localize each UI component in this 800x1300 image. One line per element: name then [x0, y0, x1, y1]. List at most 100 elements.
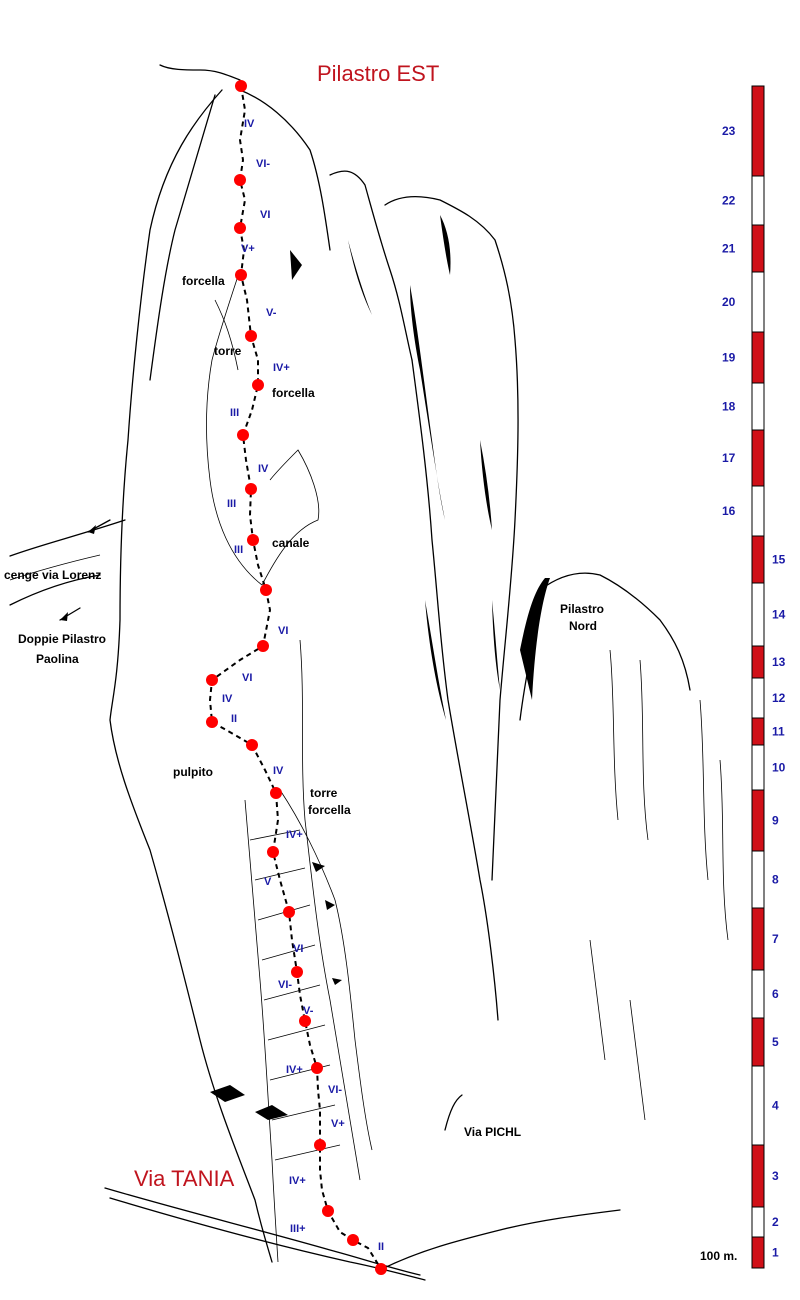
scale-segment	[751, 382, 765, 431]
grade-label: IV	[244, 118, 255, 130]
route-name: Via TANIA	[134, 1166, 235, 1191]
grade-label: III	[234, 544, 243, 556]
grade-label: V+	[331, 1118, 345, 1130]
grade-label: VI	[242, 672, 252, 684]
route-line	[208, 85, 382, 1270]
grade-label: VI-	[256, 158, 270, 170]
belay-station	[299, 1015, 311, 1027]
grade-labels: IVVI-VIV+V-IV+IIIIVIIIIIIVIVIIVIIIVIV+VV…	[222, 118, 384, 1253]
pitch-number: 3	[772, 1169, 779, 1183]
pitch-number: 8	[772, 873, 779, 887]
belay-station	[347, 1234, 359, 1246]
scale-segment	[751, 907, 765, 971]
grade-label: V	[264, 876, 272, 888]
belay-station	[234, 222, 246, 234]
face-title: Pilastro EST	[317, 61, 439, 86]
scale-segment	[751, 1017, 765, 1067]
pitch-number: 14	[772, 608, 786, 622]
belay-station	[246, 739, 258, 751]
scale-segment	[751, 271, 765, 333]
belay-station	[291, 966, 303, 978]
scale-segment	[751, 677, 765, 719]
scale-segment	[751, 645, 765, 679]
grade-label: IV+	[289, 1175, 306, 1187]
belay-station	[247, 534, 259, 546]
scale-segment	[751, 1236, 765, 1269]
pitch-number: 12	[772, 691, 786, 705]
grade-label: IV	[273, 765, 284, 777]
place-label-pulpito: pulpito	[173, 765, 213, 779]
rock-outline	[9, 64, 729, 1281]
belay-station	[257, 640, 269, 652]
place-label-via-pichl: Via PICHL	[464, 1125, 521, 1139]
scale-segment	[751, 85, 765, 177]
pitch-number: 7	[772, 932, 779, 946]
belay-station	[206, 716, 218, 728]
belay-station	[245, 483, 257, 495]
grade-label: II	[378, 1241, 384, 1253]
grade-label: V+	[241, 243, 255, 255]
place-label-forcella-mid: forcella	[272, 386, 315, 400]
belay-stations	[206, 80, 387, 1275]
scale-segment	[751, 429, 765, 487]
grade-label: II	[231, 713, 237, 725]
scale-segment	[751, 717, 765, 746]
scale-segment	[751, 485, 765, 537]
belay-station	[237, 429, 249, 441]
belay-station	[283, 906, 295, 918]
pitch-number: 15	[772, 553, 786, 567]
grade-label: IV+	[286, 1064, 303, 1076]
place-label-torre-forcella2: forcella	[308, 803, 351, 817]
scale-segment	[751, 1065, 765, 1146]
grade-label: IV+	[273, 362, 290, 374]
scale-segment	[751, 175, 765, 226]
place-label-torre-forcella1: torre	[310, 786, 338, 800]
belay-station	[375, 1263, 387, 1275]
grade-label: III	[227, 498, 236, 510]
pitch-number: 5	[772, 1035, 779, 1049]
scale-segment	[751, 850, 765, 909]
pitch-number: 9	[772, 814, 779, 828]
rock-shadows	[210, 215, 550, 1120]
pitch-number: 20	[722, 295, 736, 309]
belay-station	[235, 80, 247, 92]
grade-label: VI	[260, 209, 270, 221]
grade-label: IV	[258, 463, 269, 475]
pitch-number: 22	[722, 194, 736, 208]
place-label-pilastro-nord2: Nord	[569, 619, 597, 633]
pitch-number: 19	[722, 351, 736, 365]
place-label-forcella-top: forcella	[182, 274, 225, 288]
scale-segment	[751, 1206, 765, 1238]
scale-segment	[751, 582, 765, 647]
grade-label: VI-	[278, 979, 292, 991]
scale-segment	[751, 331, 765, 384]
belay-station	[267, 846, 279, 858]
pitch-number: 23	[722, 124, 736, 138]
belay-station	[270, 787, 282, 799]
belay-station	[314, 1139, 326, 1151]
grade-label: III+	[290, 1223, 306, 1235]
pitch-number: 10	[772, 761, 786, 775]
pitch-number: 4	[772, 1099, 779, 1113]
scale-segment	[751, 969, 765, 1019]
place-label-torre: torre	[214, 344, 242, 358]
grade-label: V-	[266, 307, 277, 319]
pitch-number: 16	[722, 504, 736, 518]
grade-label: VI	[278, 625, 288, 637]
scale-segment	[751, 744, 765, 791]
pitch-number: 6	[772, 987, 779, 1001]
grade-label: V-	[303, 1005, 314, 1017]
place-label-canale: canale	[272, 536, 310, 550]
pitch-number: 2	[772, 1215, 779, 1229]
scale-segment	[751, 224, 765, 273]
place-label-pilastro-nord1: Pilastro	[560, 602, 604, 616]
place-label-doppie1: Doppie Pilastro	[18, 632, 106, 646]
pitch-number: 1	[772, 1246, 779, 1260]
grade-label: IV	[222, 693, 233, 705]
scale-segment	[751, 1144, 765, 1208]
belay-station	[322, 1205, 334, 1217]
belay-station	[206, 674, 218, 686]
